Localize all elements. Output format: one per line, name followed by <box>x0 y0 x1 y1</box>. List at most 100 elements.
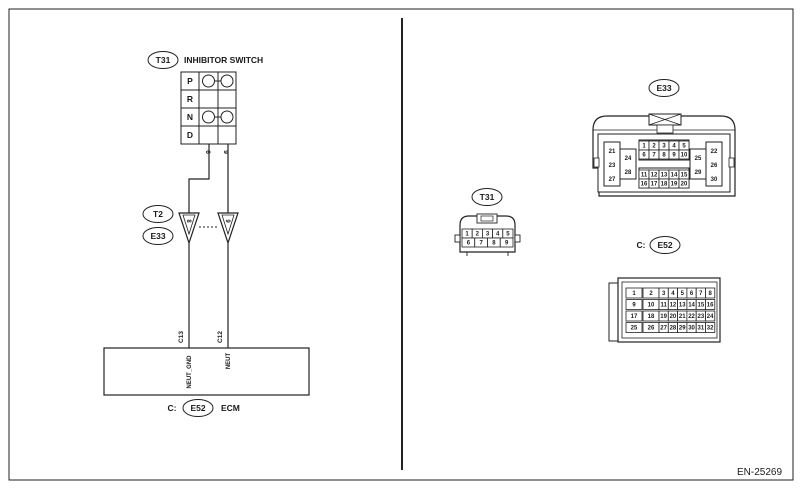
inhibitor-switch-table: P R N D <box>180 71 237 145</box>
pin-number: 28 <box>670 326 677 332</box>
pin-number: 1 <box>465 232 469 238</box>
pin-number: 2 <box>649 291 653 297</box>
pin-number: 20 <box>670 314 677 320</box>
pin-number: 16 <box>707 303 714 309</box>
pin-number: 2 <box>476 232 480 238</box>
pin-number: 22 <box>688 314 695 320</box>
pin-number: 17 <box>651 182 658 188</box>
pin-number: 9 <box>505 241 509 247</box>
connector-tag-t2 <box>142 205 174 223</box>
pin-number: 9 <box>632 303 636 309</box>
pin-number: 27 <box>660 326 667 332</box>
e52-connector-tag <box>649 236 681 254</box>
connector-triangle-left-inner <box>182 214 196 236</box>
svg-text:26: 26 <box>711 163 718 169</box>
ecm-prefix: C: <box>168 403 177 413</box>
switch-pin-left: 6 <box>204 150 211 154</box>
position-n: N <box>187 112 193 122</box>
ecm-signal-neut: NEUT <box>226 353 232 370</box>
diagram-frame <box>8 8 794 481</box>
pin-number: 2 <box>652 144 656 150</box>
pin-cell <box>499 237 514 248</box>
connector-tag-e33 <box>142 227 174 245</box>
pin-cell <box>625 287 643 299</box>
wiring <box>188 144 229 348</box>
e33-connector-tag <box>648 79 680 97</box>
connector-pin-right: 9 <box>224 219 230 223</box>
pin-number: 7 <box>699 291 703 297</box>
pin-number: 29 <box>679 326 686 332</box>
connector-triangle-left <box>178 212 200 245</box>
pin-cell <box>678 149 690 160</box>
pin-number: 6 <box>642 153 646 159</box>
pin-number: 12 <box>670 303 677 309</box>
pin-number: 7 <box>652 153 656 159</box>
pin-number: 4 <box>671 291 675 297</box>
pin-number: 9 <box>672 153 676 159</box>
pin-cell <box>625 310 643 322</box>
pin-number: 1 <box>642 144 646 150</box>
continuity-circle <box>220 74 234 88</box>
pin-number: 16 <box>641 182 648 188</box>
ecm-box <box>103 347 310 396</box>
figure-id: EN-25269 <box>737 467 782 478</box>
position-d: D <box>187 130 193 140</box>
pin-number: 19 <box>660 314 667 320</box>
pin-number: 13 <box>661 173 668 179</box>
pin-number: 12 <box>651 173 658 179</box>
pin-number: 25 <box>631 326 638 332</box>
svg-text:24: 24 <box>625 156 632 162</box>
pin-number: 19 <box>671 182 678 188</box>
pin-number: 18 <box>648 314 655 320</box>
t31-connector-tag <box>471 188 503 206</box>
pin-number: 13 <box>679 303 686 309</box>
pin-number: 8 <box>492 241 496 247</box>
pin-number: 11 <box>641 173 648 179</box>
pin-number: 20 <box>681 182 688 188</box>
pin-number: 10 <box>648 303 655 309</box>
ecm-pin-c13: C13 <box>178 331 185 343</box>
ecm-connector-tag-text: E52 <box>190 403 205 413</box>
switch-title: INHIBITOR SWITCH <box>184 55 263 65</box>
pin-number: 24 <box>707 314 714 320</box>
pin-number: 6 <box>467 241 471 247</box>
pin-number: 30 <box>688 326 695 332</box>
continuity-circle <box>202 110 215 124</box>
pin-number: 1 <box>632 291 636 297</box>
pin-number: 14 <box>671 173 678 179</box>
ecm-pin-c12: C12 <box>217 331 224 343</box>
pin-number: 4 <box>672 144 676 150</box>
pin-cell <box>705 310 716 322</box>
pin-number: 15 <box>681 173 688 179</box>
continuity-circle <box>220 110 234 124</box>
t31-tag-text: T31 <box>480 192 495 202</box>
pin-cell <box>705 322 716 333</box>
pin-number: 7 <box>479 241 483 247</box>
pin-cell <box>625 322 643 333</box>
position-p: P <box>187 76 193 86</box>
e33-pin-numbers: 21 23 27 24 28 25 29 22 26 30 <box>609 149 718 183</box>
pin-number: 18 <box>661 182 668 188</box>
pin-cell <box>625 299 643 310</box>
ecm-signal-neut-gnd: NEUT_GND <box>187 355 193 389</box>
pin-cell <box>678 178 690 189</box>
pin-number: 31 <box>698 326 705 332</box>
svg-text:23: 23 <box>609 163 616 169</box>
e52-prefix: C: <box>637 240 646 250</box>
pin-number: 8 <box>708 291 712 297</box>
switch-tag-text: T31 <box>156 55 171 65</box>
pin-number: 15 <box>698 303 705 309</box>
svg-text:28: 28 <box>625 170 632 176</box>
pin-number: 3 <box>662 291 666 297</box>
position-r: R <box>187 94 193 104</box>
pin-cell <box>705 287 716 299</box>
connector-pin-left: 8 <box>185 219 191 223</box>
pin-number: 3 <box>486 232 490 238</box>
pin-number: 5 <box>681 291 685 297</box>
pin-number: 21 <box>679 314 686 320</box>
connector-tag-t2-text: T2 <box>153 209 163 219</box>
svg-text:25: 25 <box>695 156 702 162</box>
